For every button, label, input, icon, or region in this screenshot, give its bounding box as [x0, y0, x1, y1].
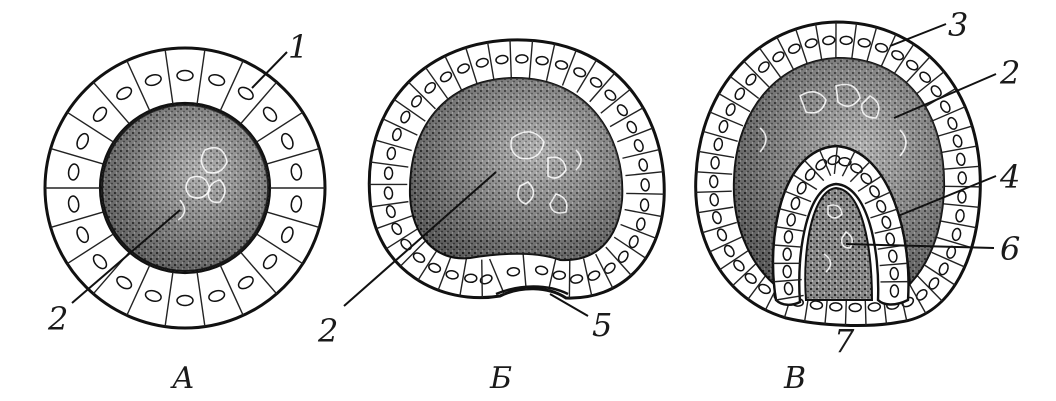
- blastocoel-shading: [102, 105, 268, 271]
- cell-wall: [944, 186, 980, 187]
- nucleus: [640, 199, 648, 211]
- nucleus: [890, 285, 898, 297]
- label-3: 3: [948, 6, 968, 44]
- nucleus: [840, 36, 852, 44]
- nucleus: [177, 71, 193, 81]
- panel-v-late-gastrula: 3 2 4 6 7 В: [696, 6, 1021, 396]
- nucleus: [810, 301, 823, 310]
- nucleus: [890, 267, 899, 280]
- nucleus: [783, 248, 791, 260]
- caption-a: А: [170, 361, 195, 396]
- label-4: 4: [999, 158, 1020, 196]
- label-6: 6: [1000, 230, 1020, 268]
- label-2-b: 2: [317, 312, 338, 350]
- nucleus: [955, 209, 964, 222]
- nucleus: [830, 303, 842, 311]
- nucleus: [784, 231, 793, 244]
- panel-a-blastula: 1 2 А: [45, 28, 325, 396]
- label-7: 7: [834, 322, 855, 360]
- cell-wall: [626, 193, 664, 194]
- nucleus: [516, 55, 528, 63]
- nucleus: [553, 271, 565, 279]
- cell-wall: [482, 260, 483, 298]
- nucleus: [849, 303, 861, 311]
- panel-b-early-gastrula: 2 5 Б: [317, 40, 664, 396]
- nucleus: [641, 179, 650, 192]
- nucleus: [868, 302, 881, 311]
- nucleus: [177, 296, 193, 306]
- nucleus: [536, 56, 549, 65]
- nucleus: [465, 274, 477, 282]
- nucleus: [958, 191, 966, 203]
- caption-v: В: [783, 361, 806, 396]
- nucleus: [783, 265, 792, 278]
- label-2-v: 2: [999, 54, 1020, 92]
- nucleus: [507, 267, 520, 276]
- nucleus: [385, 167, 393, 179]
- nucleus: [711, 157, 720, 170]
- nucleus: [958, 172, 967, 185]
- label-5: 5: [592, 306, 612, 344]
- label-1: 1: [288, 28, 308, 66]
- label-2-a: 2: [47, 300, 68, 338]
- caption-b: Б: [489, 361, 512, 396]
- nucleus: [710, 175, 718, 187]
